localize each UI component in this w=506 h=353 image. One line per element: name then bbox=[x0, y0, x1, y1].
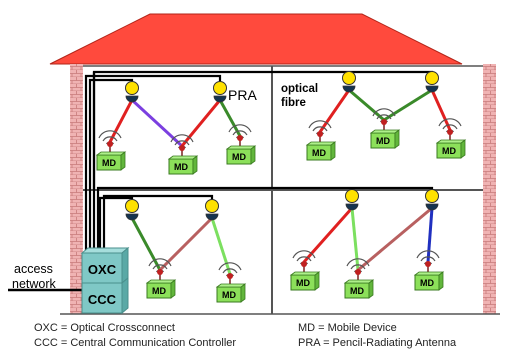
wireless-link bbox=[357, 206, 433, 272]
mobile-device: MD bbox=[167, 134, 199, 175]
pra-antenna bbox=[345, 189, 359, 211]
wireless-link bbox=[350, 207, 360, 271]
legend-pra: PRA = Pencil-Radiating Antenna bbox=[298, 337, 457, 349]
roof bbox=[49, 13, 463, 65]
wireless-link bbox=[383, 88, 433, 122]
pra-label: PRA bbox=[228, 87, 257, 103]
pra-antenna bbox=[213, 81, 227, 103]
wireless-link bbox=[426, 207, 434, 263]
md-label: MD bbox=[420, 278, 434, 288]
wireless-link bbox=[130, 98, 184, 148]
pra-antenna bbox=[342, 71, 356, 93]
legend-ccc: CCC = Central Communication Controller bbox=[34, 337, 237, 349]
md-label: MD bbox=[222, 290, 236, 300]
right-brick-wall bbox=[483, 64, 496, 314]
pra-antenna bbox=[125, 199, 139, 221]
access-label: access bbox=[14, 262, 53, 276]
md-label: MD bbox=[312, 148, 326, 158]
wireless-link bbox=[108, 99, 134, 143]
mobile-device: MD bbox=[343, 258, 375, 299]
mobile-device: MD bbox=[413, 250, 445, 291]
optical-fibre-lines bbox=[84, 70, 434, 252]
mobile-device: MD bbox=[435, 118, 467, 159]
mobile-device: MD bbox=[145, 258, 177, 299]
md-label: MD bbox=[152, 286, 166, 296]
mobile-device: MD bbox=[305, 120, 337, 161]
antennas bbox=[125, 71, 439, 221]
mobile-devices: MD MD MD MD MD MD MD MD MD MD MD bbox=[95, 108, 467, 303]
wireless-link bbox=[430, 89, 452, 131]
ccc-box bbox=[81, 276, 129, 315]
md-label: MD bbox=[442, 146, 456, 156]
network-label: network bbox=[12, 277, 57, 291]
oxc-label: OXC bbox=[88, 262, 117, 277]
mobile-device: MD bbox=[215, 262, 247, 303]
fibre-label: fibre bbox=[281, 97, 306, 109]
mobile-device: MD bbox=[95, 130, 127, 171]
md-label: MD bbox=[350, 286, 364, 296]
md-label: MD bbox=[174, 162, 188, 172]
md-label: MD bbox=[102, 158, 116, 168]
mobile-device: MD bbox=[289, 250, 321, 291]
wireless-link bbox=[302, 207, 354, 263]
wireless-link bbox=[130, 217, 162, 271]
wireless-link bbox=[348, 88, 385, 122]
pra-antenna bbox=[205, 199, 219, 221]
md-label: MD bbox=[232, 152, 246, 162]
wireless-link bbox=[210, 217, 232, 275]
legend-md: MD = Mobile Device bbox=[298, 322, 397, 334]
wireless-link bbox=[180, 99, 222, 147]
pra-antenna bbox=[425, 189, 439, 211]
mobile-device: MD bbox=[369, 108, 401, 149]
wireless-link bbox=[158, 216, 214, 272]
left-brick-wall bbox=[70, 64, 83, 314]
mobile-device: MD bbox=[225, 124, 257, 165]
legend-oxc: OXC = Optical Crossconnect bbox=[34, 322, 175, 334]
ccc-label: CCC bbox=[88, 292, 117, 307]
md-label: MD bbox=[296, 278, 310, 288]
wireless-links bbox=[108, 88, 452, 275]
md-label: MD bbox=[376, 136, 390, 146]
optical-label: optical bbox=[281, 83, 318, 95]
oxc-box bbox=[80, 246, 130, 285]
pra-antenna bbox=[125, 81, 139, 103]
wireless-link bbox=[318, 89, 351, 133]
pra-antenna bbox=[425, 71, 439, 93]
wireless-link bbox=[218, 99, 242, 137]
